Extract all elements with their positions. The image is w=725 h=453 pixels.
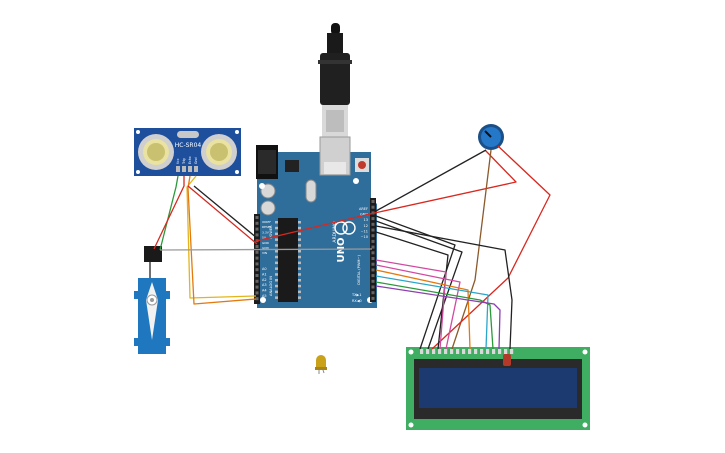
sensor-crystal <box>177 131 199 138</box>
board-model-label: UNO <box>336 238 347 263</box>
power-pin-label: GND <box>262 241 270 245</box>
potentiometer-knob-icon <box>484 130 492 138</box>
wire-gray[interactable] <box>159 248 373 251</box>
power-pin-label: IOREF <box>262 220 271 224</box>
wire-purple[interactable] <box>375 285 501 350</box>
wire-orange[interactable] <box>375 269 471 350</box>
digital-pin-label: 12 <box>364 224 368 228</box>
resistor[interactable] <box>503 354 511 366</box>
wires <box>149 145 551 350</box>
lcd-display[interactable] <box>406 347 590 430</box>
wire-green[interactable] <box>159 175 179 251</box>
usb-cable-tip <box>331 23 340 35</box>
usb-cable-strain <box>327 33 343 55</box>
analog-pin-label: A0 <box>262 267 267 271</box>
usb-plug-body <box>320 53 350 105</box>
wire-yellow[interactable] <box>186 175 257 299</box>
digital-pin-label: GND <box>360 213 368 217</box>
wire-black[interactable] <box>193 185 258 239</box>
crystal <box>305 179 317 203</box>
lcd-pin-header <box>420 349 514 354</box>
wire-black[interactable] <box>375 225 513 350</box>
analog-pin-label: A4 <box>262 289 267 293</box>
right-header <box>370 198 376 302</box>
power-pin-label: VIN <box>262 251 267 255</box>
digital-pin-label: ~11 <box>361 229 368 233</box>
sensor-pin-label: Vcc <box>176 158 180 164</box>
servo-motor[interactable] <box>134 246 170 354</box>
wire-brown[interactable] <box>451 149 492 350</box>
atmega-chip <box>278 218 298 302</box>
usb-cable[interactable] <box>318 23 352 138</box>
digital-pin-label: AREF <box>359 207 368 211</box>
wire-cyan[interactable] <box>375 275 489 350</box>
wire-black[interactable] <box>375 215 456 350</box>
led[interactable] <box>315 355 327 374</box>
tx-label: TX▶1 <box>351 293 361 297</box>
wire-red[interactable] <box>153 176 185 250</box>
analog-pin-label: A2 <box>262 278 267 282</box>
rx-label: RX◀0 <box>352 299 362 303</box>
analog-group-label: ANALOG IN <box>269 276 273 296</box>
power-pin-label: GND <box>262 246 270 250</box>
wire-red[interactable] <box>187 185 258 245</box>
digital-group-label: DIGITAL (PWM~) <box>357 254 361 284</box>
capacitor <box>260 200 276 216</box>
wire-green[interactable] <box>375 281 494 350</box>
lcd-screen <box>419 368 577 408</box>
board-brand-label: ARDUINO <box>332 221 338 243</box>
sensor-pins <box>176 166 198 172</box>
power-pin-label: 3.3V <box>262 230 270 234</box>
wire-black[interactable] <box>375 149 487 212</box>
power-group-label: POWER <box>269 225 273 239</box>
wire-red[interactable] <box>431 145 551 350</box>
sensor-model-label: HC-SR04 <box>175 142 202 149</box>
led-dome <box>316 355 326 368</box>
analog-pin-label: A5 <box>262 294 267 298</box>
sensor-pin-label: Echo <box>188 156 192 164</box>
usb-chip <box>285 160 299 172</box>
arduino-uno-board[interactable]: UNO ARDUINO IOREFRESET3.3V5VGNDGNDVINA0A… <box>254 136 377 308</box>
digital-pin-label: ~10 <box>361 235 368 239</box>
analog-pin-label: A1 <box>262 272 267 276</box>
wire-orange[interactable] <box>187 175 257 305</box>
wire-pink[interactable] <box>375 264 461 350</box>
sensor-pin-label: Gnd <box>194 157 198 164</box>
sensor-pin-label: Trig <box>182 158 186 165</box>
arduino-logo-icon <box>334 221 348 235</box>
wire-pink[interactable] <box>375 259 447 350</box>
digital-pin-label: 13 <box>364 218 368 222</box>
wire-black[interactable] <box>375 231 449 350</box>
power-pin-label: 5V <box>262 236 267 240</box>
analog-pin-label: A3 <box>262 283 267 287</box>
servo-connector <box>144 246 162 262</box>
potentiometer[interactable] <box>478 124 504 150</box>
power-pin-label: RESET <box>262 225 272 229</box>
wire-red[interactable] <box>255 149 517 242</box>
